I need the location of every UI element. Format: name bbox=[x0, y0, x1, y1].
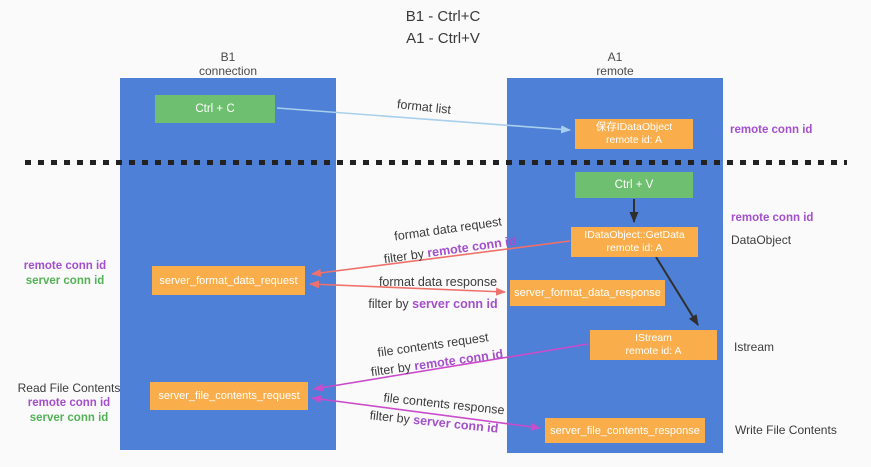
filter-prefix: filter by bbox=[368, 297, 413, 311]
filter-prefix: filter by bbox=[382, 246, 429, 267]
server-format-data-response-box: server_format_data_response bbox=[510, 280, 665, 306]
remote-conn-id-text: remote conn id bbox=[426, 233, 518, 261]
column-header-a1: A1 remote bbox=[507, 50, 723, 78]
istream-line1: IStream bbox=[635, 332, 672, 344]
read-file-contents-label: Read File Contents bbox=[17, 381, 121, 395]
idataobject-getdata-line1: IDataObject::GetData bbox=[584, 229, 685, 241]
session-divider-dashed-line bbox=[25, 160, 847, 165]
istream-line2: remote id: A bbox=[625, 345, 682, 357]
format-data-response-label: format data response bbox=[378, 275, 498, 289]
server-file-contents-response-box: server_file_contents_response bbox=[545, 418, 705, 443]
server-file-contents-request-box: server_file_contents_request bbox=[150, 382, 308, 410]
server-conn-id-text: server conn id bbox=[412, 297, 498, 311]
column-a1-role: remote bbox=[596, 64, 634, 78]
istream-box: IStream remote id: A bbox=[590, 330, 717, 360]
title-line-1: B1 - Ctrl+C bbox=[405, 8, 481, 25]
ctrl-c-box: Ctrl + C bbox=[155, 95, 275, 123]
server-format-data-request-box: server_format_data_request bbox=[152, 266, 305, 295]
column-b1-role: connection bbox=[198, 64, 258, 78]
format-list-label: format list bbox=[396, 97, 452, 117]
column-header-b1: B1 connection bbox=[120, 50, 336, 78]
save-idataobject-box: 保存IDataObject remote id: A bbox=[575, 119, 693, 149]
remote-conn-id-label-bottom: remote conn id bbox=[27, 397, 111, 409]
remote-conn-id-label-top: remote conn id bbox=[730, 124, 813, 136]
idataobject-getdata-line2: remote id: A bbox=[606, 242, 663, 254]
server-conn-id-label-left: server conn id bbox=[25, 275, 105, 287]
write-file-contents-label: Write File Contents bbox=[735, 423, 837, 437]
ctrl-v-box: Ctrl + V bbox=[575, 172, 693, 198]
column-b1-name: B1 bbox=[220, 50, 236, 64]
filter-prefix: filter by bbox=[369, 359, 416, 380]
left-bottom-labels: Read File Contents remote conn id server… bbox=[15, 381, 123, 426]
dataobject-label: DataObject bbox=[731, 233, 792, 247]
diagram-title: B1 - Ctrl+C A1 - Ctrl+V bbox=[15, 6, 871, 50]
idataobject-getdata-box: IDataObject::GetData remote id: A bbox=[571, 227, 698, 257]
left-mid-conn-id-labels: remote conn id server conn id bbox=[15, 259, 115, 289]
column-a1-name: A1 bbox=[607, 50, 623, 64]
save-idataobject-line2: remote id: A bbox=[605, 134, 663, 146]
title-line-2: A1 - Ctrl+V bbox=[406, 30, 480, 47]
save-idataobject-line1: 保存IDataObject bbox=[595, 121, 673, 133]
remote-conn-id-label-mid: remote conn id bbox=[731, 212, 814, 224]
server-conn-id-label-bottom: server conn id bbox=[29, 412, 109, 424]
remote-conn-id-label-left: remote conn id bbox=[23, 260, 107, 272]
filter-prefix: filter by bbox=[369, 408, 415, 427]
server-conn-id-text: server conn id bbox=[412, 412, 499, 436]
istream-side-label: Istream bbox=[734, 340, 775, 354]
format-data-response-filter-label: filter by server conn id bbox=[368, 297, 497, 311]
